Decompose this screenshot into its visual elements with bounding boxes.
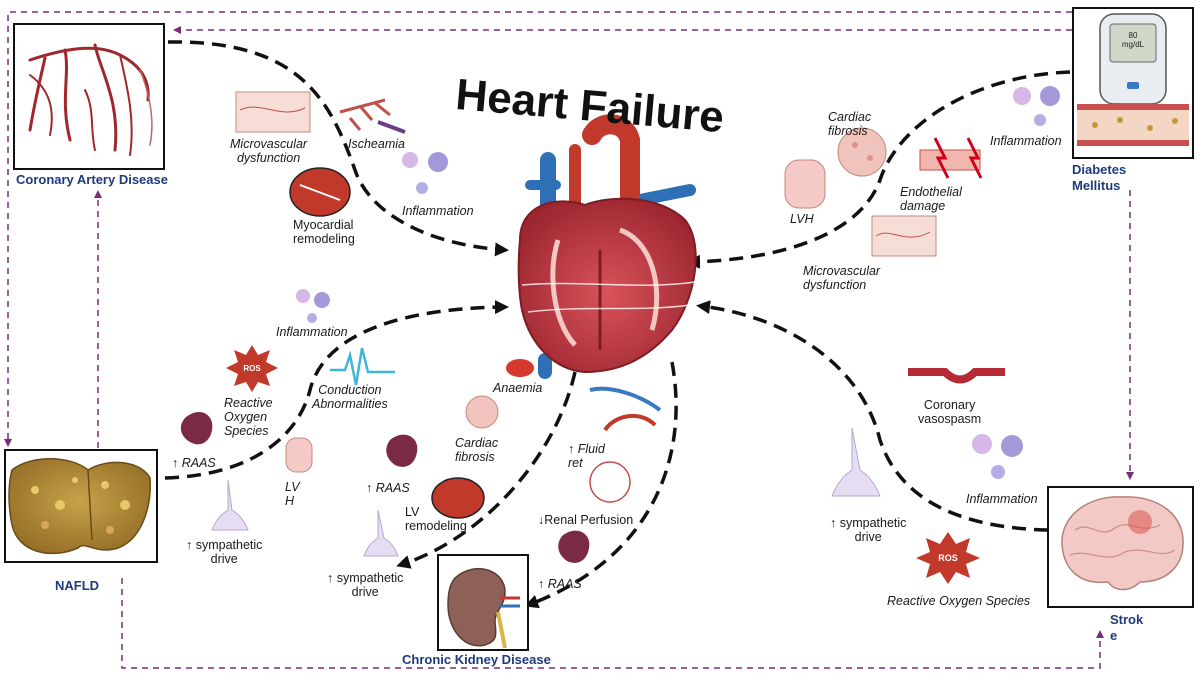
kidney-icon-nafld: [180, 411, 213, 445]
label-cad-inflammation: Inflammation: [402, 204, 474, 218]
label-ckd-fluid: ↑ Fluid ret: [568, 442, 605, 470]
connector-nafld-to-stroke: [121, 578, 1104, 669]
label-cad-microvascular: Microvascular dysfunction: [230, 137, 308, 165]
label-ckd-raas-left: ↑ RAAS: [366, 481, 410, 495]
label-ckd-raas-right: ↑ RAAS: [538, 577, 582, 591]
glucometer-image: [1077, 13, 1189, 146]
ros-badge-stroke: ROS: [938, 553, 958, 563]
label-ckd-sympathetic: ↑ sympathetic drive: [327, 571, 404, 599]
fibrosis-icon-diabetes: [837, 127, 887, 177]
inflammation-icon-diabetes-2: [1040, 86, 1060, 106]
inflammation-icon-cad-2: [428, 152, 448, 172]
lvh-icon-nafld: [285, 437, 313, 473]
inflammation-icon-diabetes-1: [1013, 87, 1031, 105]
liver-image: [8, 458, 151, 555]
kidney-icon-ckd-right: [558, 530, 590, 563]
purple-connectors: [4, 11, 1134, 669]
conduction-icon: [330, 347, 395, 386]
microvascular-icon-cad: [235, 91, 311, 133]
kidney-icon-ckd-left: [386, 434, 418, 467]
inflammation-icon-cad-1: [402, 152, 418, 168]
heart-image: [517, 114, 697, 379]
inflammation-icon-nafld-2: [314, 292, 330, 308]
arrow-nafld-to-heart: [164, 300, 509, 480]
label-dm-endothelial: Endothelial damage: [900, 185, 962, 213]
label-dm-microvascular: Microvascular dysfunction: [803, 264, 881, 292]
arrow-heart-to-ckd-left: [396, 371, 577, 569]
ros-icon-stroke: [916, 532, 980, 584]
label-nafld-inflammation: Inflammation: [276, 325, 348, 339]
vasospasm-icon: [908, 368, 1005, 384]
node-label-diabetes: Diabetes Mellitus: [1072, 162, 1127, 193]
inflammation-icon-nafld-1: [296, 289, 310, 303]
glomerulus-icon: [589, 461, 631, 503]
black-connectors: [164, 40, 1071, 609]
endothelial-icon: [919, 149, 981, 171]
node-label-nafld: NAFLD: [55, 578, 100, 593]
inflammation-icon-diabetes-3: [1034, 114, 1046, 126]
mechanism-icons: [180, 86, 1060, 584]
label-cad-ischeamia: Ischeamia: [348, 137, 405, 151]
label-stroke-ros: Reactive Oxygen Species: [887, 594, 1031, 608]
label-stroke-sympathetic: ↑ sympathetic drive: [830, 516, 907, 544]
label-nafld-ros: Reactive Oxygen Species: [224, 396, 273, 438]
label-ckd-anaemia: Anaemia: [493, 381, 543, 395]
label-dm-fibrosis: Cardiac fibrosis: [828, 110, 872, 138]
label-nafld-raas: ↑ RAAS: [172, 456, 216, 470]
label-dm-inflammation: Inflammation: [990, 134, 1062, 148]
connector-diabetes-to-cad: [4, 11, 1072, 447]
lvh-icon-diabetes: [784, 159, 826, 209]
label-nafld-lvh: LV H: [285, 480, 300, 508]
label-ckd-renal-perfusion: ↓Renal Perfusion: [538, 513, 634, 527]
synapse-icon-nafld: [211, 479, 249, 531]
label-ckd-lv-remodeling: LV remodeling: [405, 505, 467, 533]
synapse-icon-stroke: [831, 427, 881, 497]
inflammation-icon-stroke-2: [1001, 435, 1023, 457]
ros-badge-nafld: ROS: [243, 364, 261, 373]
label-ckd-fibrosis: Cardiac fibrosis: [455, 436, 499, 464]
arrow-heart-to-ckd-right: [524, 361, 678, 609]
label-cad-myocardial: Myocardial remodeling: [293, 218, 355, 246]
inflammation-icon-stroke-3: [991, 465, 1005, 479]
arrow-diabetes-to-heart: [686, 70, 1071, 269]
node-label-cad: Coronary Artery Disease: [16, 172, 168, 187]
inflammation-icon-stroke-1: [972, 434, 992, 454]
arrow-stroke-to-heart: [696, 300, 1049, 532]
remodeling-icon-ckd: [431, 477, 485, 519]
arrow-cad-to-heart: [167, 40, 509, 257]
ros-icon-nafld: [226, 345, 278, 392]
label-dm-lvh: LVH: [790, 212, 814, 226]
label-stroke-inflammation: Inflammation: [966, 492, 1038, 506]
anaemia-icon: [506, 359, 534, 377]
ischeamia-icon: [339, 98, 391, 131]
coronary-vessels-image: [28, 43, 153, 156]
synapse-icon-ckd: [363, 509, 399, 557]
inflammation-icon-nafld-3: [307, 313, 317, 323]
fluid-icon: [589, 386, 662, 412]
node-label-stroke: Strok e: [1110, 612, 1144, 643]
inflammation-icon-cad-3: [416, 182, 428, 194]
label-nafld-sympathetic: ↑ sympathetic drive: [186, 538, 263, 566]
node-label-ckd: Chronic Kidney Disease: [402, 652, 551, 667]
kidney-image: [447, 567, 520, 649]
label-nafld-conduction: Conduction Abnormalities: [312, 383, 388, 411]
brain-image: [1061, 496, 1184, 591]
label-stroke-vasospasm: Coronary vasospasm: [918, 398, 982, 426]
fibrosis-icon-ckd: [465, 395, 499, 429]
